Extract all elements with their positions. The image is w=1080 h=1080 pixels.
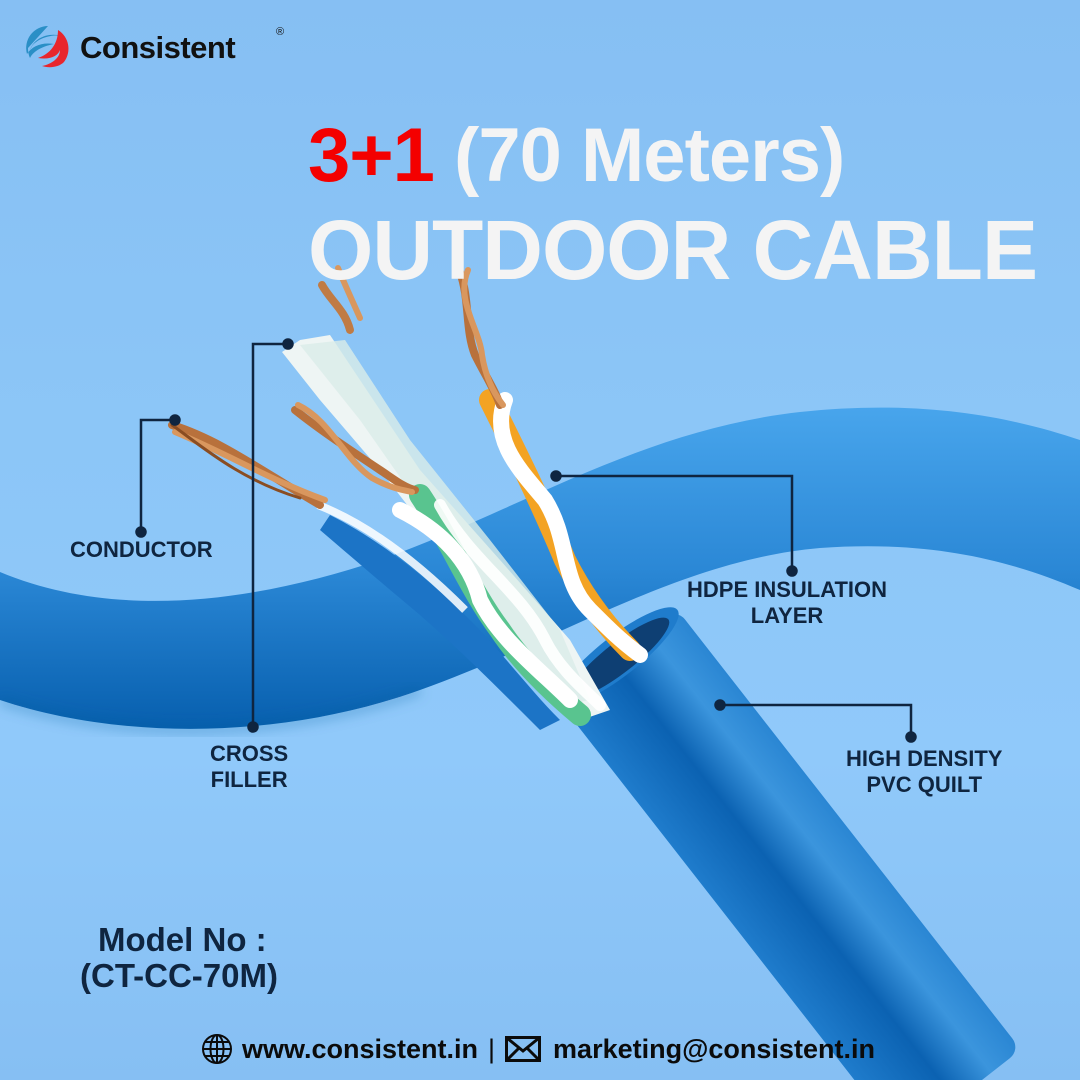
callout-lines: [135, 338, 917, 743]
website-link[interactable]: www.consistent.in: [242, 1033, 479, 1064]
callout-hdpe-insulation: HDPE INSULATION LAYER: [687, 577, 887, 629]
headline-length: (70 Meters): [433, 113, 845, 198]
callout-conductor: CONDUCTOR: [70, 537, 213, 563]
brand-name: Consistent: [80, 30, 236, 65]
globe-icon: [202, 1034, 232, 1064]
headline-line-1: 3+1 (70 Meters): [308, 118, 1037, 194]
callout-cross-filler-line-1: CROSS: [210, 741, 289, 766]
blue-pair: [320, 515, 560, 730]
green-pair: [392, 484, 606, 726]
model-number: Model No : (CT-CC-70M): [80, 922, 278, 994]
consistent-logo-icon: [26, 26, 69, 68]
registered-mark: ®: [276, 26, 285, 38]
headline: 3+1 (70 Meters) OUTDOOR CABLE: [308, 118, 1038, 297]
envelope-icon: [505, 1036, 542, 1062]
callout-cross-filler: CROSS FILLER: [210, 741, 288, 793]
orange-pair: [479, 389, 648, 663]
headline-line-2: OUTDOOR CABLE: [308, 203, 1038, 297]
callout-pvc-quilt: HIGH DENSITY PVC QUILT: [846, 746, 1002, 798]
headline-highlight: 3+1: [308, 113, 435, 198]
callout-conductor-text: CONDUCTOR: [70, 537, 213, 562]
brand-logo: Consistent ®: [24, 24, 284, 72]
email-link[interactable]: marketing@consistent.in: [553, 1033, 875, 1064]
callout-hdpe-line-1: HDPE INSULATION: [687, 577, 888, 602]
model-value: (CT-CC-70M): [80, 957, 278, 994]
background-wave-band: [0, 407, 1080, 729]
callout-pvc-line-2: PVC QUILT: [866, 772, 983, 797]
copper-conductors: [168, 265, 506, 509]
callout-pvc-line-1: HIGH DENSITY: [846, 746, 1003, 771]
footer-separator: |: [488, 1033, 496, 1064]
cable-jacket: [557, 607, 1016, 1080]
model-label: Model No :: [98, 921, 267, 958]
callout-cross-filler-line-2: FILLER: [210, 767, 288, 792]
callout-hdpe-line-2: LAYER: [750, 603, 824, 628]
contact-footer: www.consistent.in | marketing@consistent…: [200, 1032, 875, 1066]
